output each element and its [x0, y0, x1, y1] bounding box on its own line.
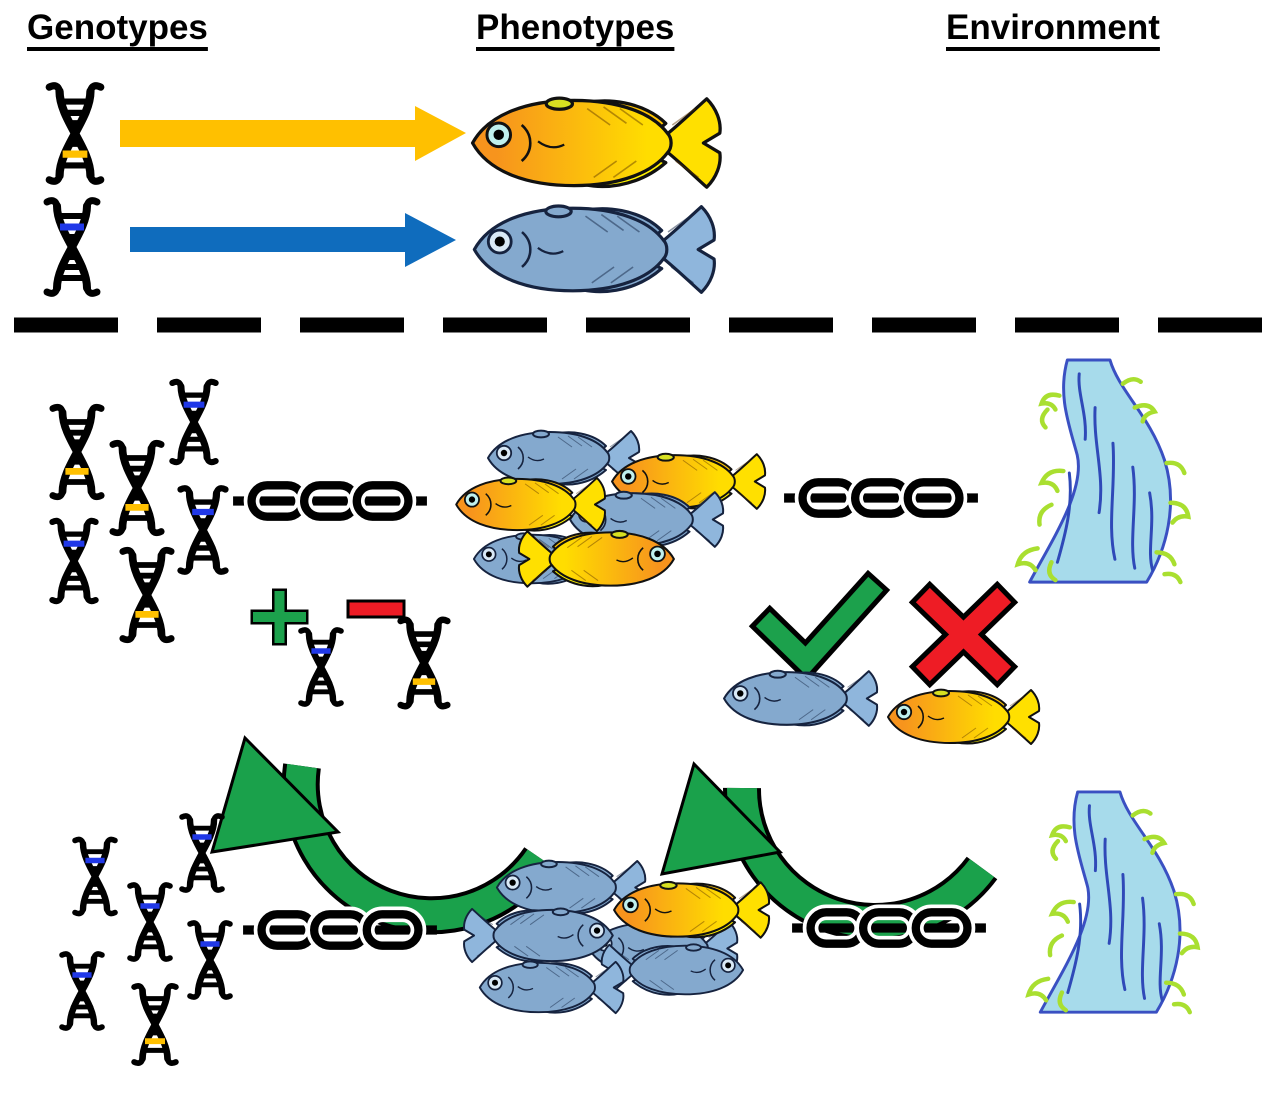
population-dna-blue — [172, 382, 215, 462]
next-gen-orange-fish — [613, 880, 771, 939]
population-dna-yellow — [113, 443, 161, 533]
population-dna-blue — [52, 521, 95, 601]
plus-sign-icon — [250, 588, 309, 646]
next-gen-dna-blue — [130, 885, 170, 959]
next-gen-dna-blue — [190, 923, 230, 997]
favored-dna-blue — [301, 630, 341, 704]
yellow-genotype-arrow — [120, 106, 466, 161]
selection-arrow-to-genotypes — [209, 735, 556, 935]
river-environment-2 — [1029, 792, 1198, 1012]
chain-link-genotype-phenotype-2 — [243, 914, 437, 945]
population-dna-yellow — [123, 550, 171, 640]
chain-link-genotype-phenotype — [233, 485, 427, 516]
selected-blue-fish — [723, 669, 879, 727]
population-dna-yellow — [53, 407, 101, 497]
phenotype-orange-fish — [470, 96, 722, 189]
environment-header: Environment — [946, 8, 1160, 47]
next-gen-dna-blue — [62, 954, 102, 1028]
phenotypes-header: Phenotypes — [476, 8, 675, 47]
disfavored-dna-yellow — [401, 620, 448, 706]
next-gen-dna-yellow — [134, 986, 176, 1063]
population-dna-blue — [181, 488, 226, 571]
genotype-dna-yellow — [49, 86, 101, 181]
next-gen-dna-blue — [75, 839, 115, 913]
rejected-orange-fish — [887, 688, 1041, 745]
chain-link-phenotype-environment-2 — [792, 912, 986, 943]
genotypes-header: Genotypes — [27, 8, 208, 47]
next-gen-dna-blue — [182, 816, 222, 890]
chain-link-phenotype-environment — [784, 482, 978, 513]
blue-genotype-arrow — [130, 213, 456, 267]
phenotype-blue-fish — [472, 204, 716, 294]
x-mark-icon — [908, 580, 1019, 689]
genotype-dna-blue — [47, 201, 97, 294]
checkmark-icon — [748, 569, 891, 683]
next-gen-blue-fish — [478, 960, 625, 1015]
river-environment — [1018, 360, 1189, 582]
